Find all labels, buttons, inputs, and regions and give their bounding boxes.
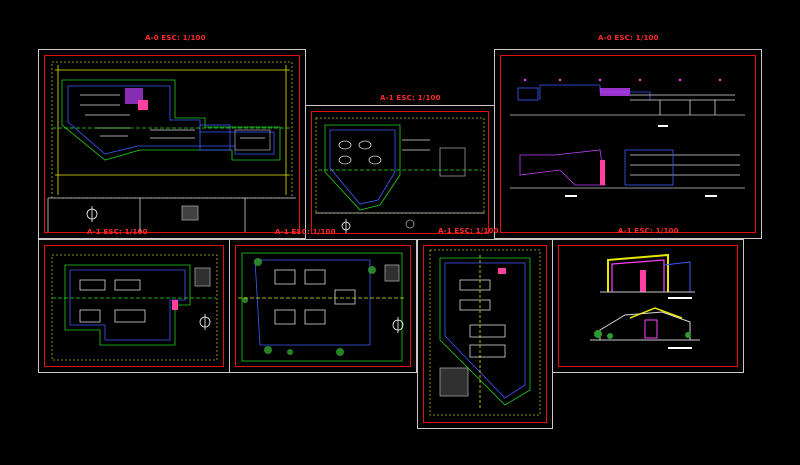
floor-plan-bottom-left xyxy=(51,254,218,361)
frame-top-right xyxy=(500,55,756,233)
sheet-title-bottom-second: A-1 ESC: 1/100 xyxy=(275,228,336,236)
perspective-bottom-right xyxy=(590,253,700,349)
floor-plan-bottom-middle xyxy=(429,249,541,416)
floor-plan-bottom-second xyxy=(238,252,405,362)
sheet-title-top-left: A-0 ESC: 1/100 xyxy=(145,34,206,42)
floor-plan-top-middle xyxy=(315,117,485,233)
sheet-title-bottom-left: A-1 ESC: 1/100 xyxy=(87,228,148,236)
frame-bottom-right xyxy=(558,245,738,367)
sheet-title-elevations-lower: A-1 ESC: 1/100 xyxy=(618,227,679,235)
sheet-title-top-middle: A-1 ESC: 1/100 xyxy=(380,94,441,102)
sheet-top-right[interactable] xyxy=(494,49,762,239)
sheet-bottom-right[interactable] xyxy=(552,239,744,373)
elevations-top-right xyxy=(510,78,745,197)
floor-plan-top-left xyxy=(47,61,296,232)
sheet-bottom-second[interactable] xyxy=(229,239,417,373)
sheet-title-bottom-middle: A-1 ESC: 1/100 xyxy=(438,227,499,235)
frame-bottom-left xyxy=(44,245,224,367)
sheet-title-top-right: A-0 ESC: 1/100 xyxy=(598,34,659,42)
frame-bottom-second xyxy=(235,245,411,367)
frame-top-left xyxy=(44,55,300,233)
frame-top-middle xyxy=(311,111,489,234)
frame-bottom-middle xyxy=(423,245,547,423)
